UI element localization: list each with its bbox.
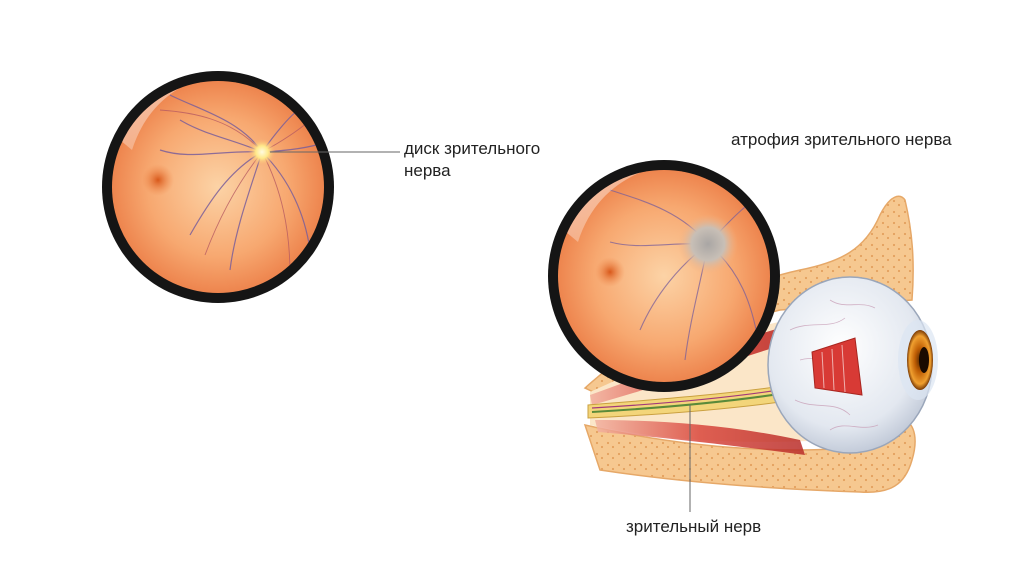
- optic-nerve-vessel: [591, 391, 793, 413]
- pupil: [919, 347, 929, 373]
- lateral-rectus: [811, 337, 863, 396]
- atrophy-label: атрофия зрительного нерва: [731, 130, 952, 149]
- macula-atrophy: [595, 257, 625, 287]
- fundus-normal-icon: [102, 71, 334, 303]
- optic-disc-label-line2: нерва: [404, 161, 451, 180]
- optic-nerve-label: зрительный нерв: [626, 517, 762, 536]
- optic-disc-label: диск зрительного нерва: [404, 138, 540, 182]
- fundus-atrophy-icon: [548, 160, 780, 392]
- lower-orbit-fat: [583, 419, 916, 494]
- macula: [142, 164, 174, 196]
- inferior-muscle: [595, 420, 805, 455]
- optic-disc: [248, 138, 276, 166]
- pale-optic-disc: [678, 214, 738, 274]
- optic-disc-label-line1: диск зрительного: [404, 139, 541, 158]
